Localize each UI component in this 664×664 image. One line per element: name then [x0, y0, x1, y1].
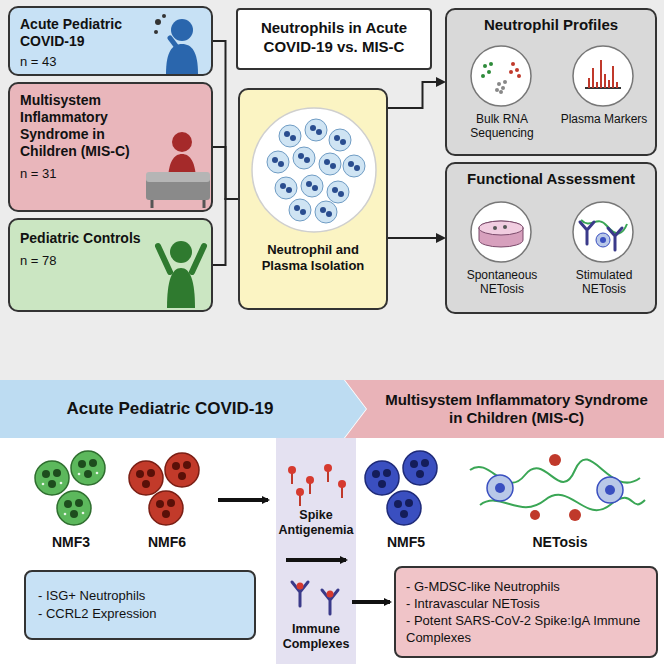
finding-box: - G-MDSC-like Neutrophils- Intravascular… — [394, 566, 658, 658]
finding-box: - ISG+ Neutrophils- CCRL2 Expression — [24, 570, 256, 640]
figure-label: NMF3 — [26, 534, 116, 550]
bar-chart-icon — [571, 44, 635, 108]
node-heading: Neutrophil Profiles — [453, 16, 649, 33]
node-text: - Potent SARS-CoV-2 Spike:IgA Immune Com… — [406, 612, 646, 646]
method-panel: Functional Assessment Spontaneous NETosi… — [445, 162, 657, 314]
volcano-plot-icon — [469, 44, 533, 108]
figure-label: Spike Antigenemia — [276, 508, 356, 538]
child-figure — [150, 12, 212, 74]
petri-dish-icon — [465, 200, 537, 264]
group-band: Multisystem Inflammatory Syndrome in Chi… — [345, 380, 664, 438]
node-text: - CCRL2 Expression — [38, 605, 242, 623]
child-figure — [150, 228, 212, 308]
node-heading: - G-MDSC-like Neutrophils — [406, 578, 646, 595]
figure-label: NMF5 — [356, 534, 456, 550]
node-heading: Neutrophils in Acute COVID-19 vs. MIS-C — [244, 18, 424, 56]
node-heading: Spontaneous NETosis — [455, 268, 549, 296]
neutrophil-cluster — [250, 106, 378, 234]
connector — [213, 41, 238, 199]
cohort-box: Multisystem Inflammatory Syndrome in Chi… — [8, 82, 213, 212]
cohort-box: Acute Pediatric COVID-19 n = 43 — [8, 6, 213, 76]
method-panel: Neutrophil Profiles Bulk RNA Sequencing … — [445, 8, 657, 156]
title-box: Neutrophils in Acute COVID-19 vs. MIS-C — [236, 8, 432, 70]
figure-label: NETosis — [500, 534, 620, 550]
node-text: n = 31 — [20, 166, 149, 181]
group-band: Acute Pediatric COVID-19 — [0, 380, 366, 438]
node-heading: Acute Pediatric COVID-19 — [67, 399, 274, 419]
figure-label: NMF6 — [122, 534, 212, 550]
method-icon: Stimulated NETosis — [555, 196, 653, 310]
connector — [388, 82, 444, 108]
node-heading: Bulk RNA Sequencing — [455, 112, 549, 140]
node-text: n = 43 — [20, 54, 145, 69]
node-heading: Multisystem Inflammatory Syndrome in Chi… — [20, 92, 149, 160]
isolation-box: Neutrophil and Plasma Isolation — [238, 88, 388, 310]
node-heading: Stimulated NETosis — [557, 268, 651, 296]
method-icon: Plasma Markers — [555, 42, 653, 152]
node-heading: Acute Pediatric COVID-19 — [20, 16, 145, 50]
node-text: n = 78 — [20, 253, 145, 268]
connector — [388, 237, 444, 239]
figure-label: Immune Complexes — [276, 622, 356, 652]
node-heading: Plasma Markers — [557, 112, 651, 126]
node-heading: Pediatric Controls — [20, 230, 145, 247]
bed-figure — [142, 128, 212, 210]
cohort-box: Pediatric Controls n = 78 — [8, 218, 213, 312]
method-icon: Spontaneous NETosis — [453, 196, 551, 310]
node-heading: Neutrophil and Plasma Isolation — [248, 242, 378, 274]
node-heading: - ISG+ Neutrophils — [38, 587, 242, 605]
connector — [213, 199, 238, 265]
node-heading: Functional Assessment — [453, 170, 649, 187]
node-heading: Multisystem Inflammatory Syndrome in Chi… — [377, 391, 656, 427]
immune-complex-icon — [567, 200, 639, 264]
method-icon: Bulk RNA Sequencing — [453, 42, 551, 152]
connector — [213, 147, 238, 199]
node-text: - Intravascular NETosis — [406, 595, 646, 612]
